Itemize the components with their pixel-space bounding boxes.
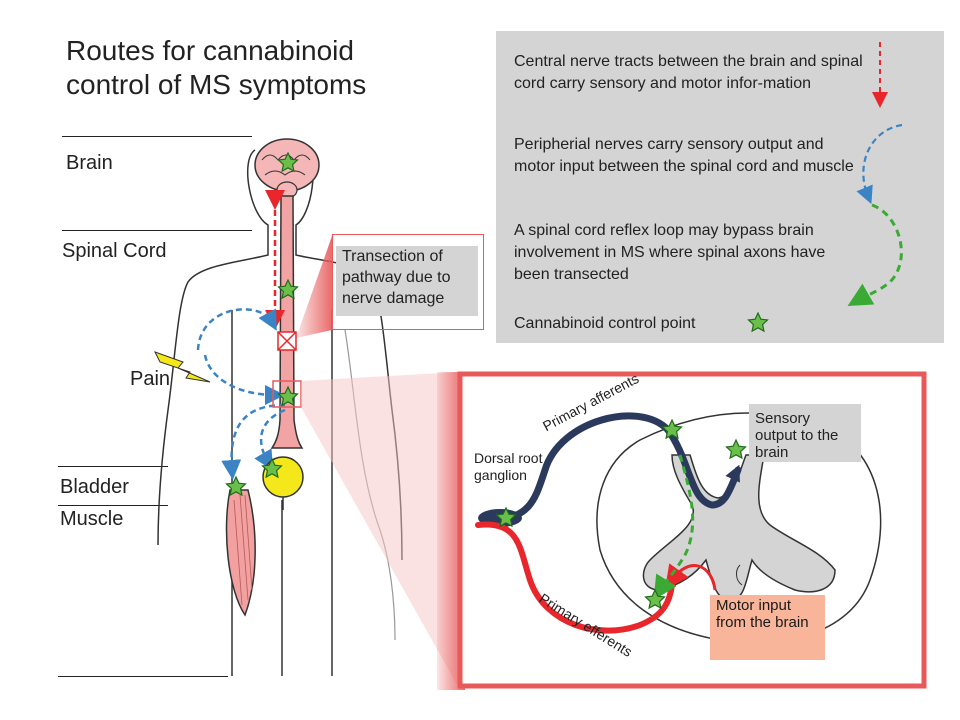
spinal-cord-shape bbox=[270, 195, 304, 449]
transection-callout-fan bbox=[296, 236, 332, 338]
legend-peripheral-arrow bbox=[856, 123, 903, 205]
transection-callout-frame bbox=[332, 234, 484, 330]
peripheral-arrow bbox=[254, 408, 286, 471]
legend-control-point-text: Cannabinoid control point bbox=[514, 315, 696, 332]
dorsal-root-label: Dorsal root ganglion bbox=[474, 450, 543, 483]
page-title: Routes for cannabinoid control of MS sym… bbox=[66, 34, 366, 102]
divider-line bbox=[58, 466, 168, 467]
sensory-output-label: Sensory output to the brain bbox=[755, 410, 839, 461]
muscle-icon bbox=[225, 489, 256, 617]
transection-callout: Transection of pathway due to nerve dama… bbox=[336, 246, 478, 316]
spinal-cord-label: Spinal Cord bbox=[62, 240, 167, 262]
reflex-arrow bbox=[653, 454, 695, 601]
title-line-1: Routes for cannabinoid bbox=[66, 35, 354, 66]
cannabinoid-star-icon bbox=[747, 312, 769, 332]
divider-line bbox=[58, 505, 168, 506]
divider-line bbox=[62, 230, 252, 231]
motor-input-label: Motor input from the brain bbox=[710, 595, 825, 660]
bladder-label: Bladder bbox=[60, 476, 129, 498]
muscle-label: Muscle bbox=[60, 508, 124, 530]
divider-line bbox=[62, 136, 252, 137]
sensory-output-box bbox=[749, 404, 861, 462]
bladder-icon bbox=[262, 456, 304, 498]
primary-efferent-path bbox=[475, 521, 675, 634]
legend-reflex-arrow bbox=[847, 203, 903, 306]
legend-peripheral-text: Peripherial nerves carry sensory output … bbox=[514, 136, 854, 175]
legend-reflex-text: A spinal cord reflex loop may bypass bra… bbox=[514, 222, 826, 283]
peripheral-arrow bbox=[196, 308, 277, 351]
transection-icon bbox=[277, 331, 297, 351]
inset-fan bbox=[301, 372, 460, 690]
pain-label: Pain bbox=[130, 368, 171, 390]
legend-central-text: Central nerve tracts between the brain a… bbox=[514, 53, 863, 92]
peripheral-arrow bbox=[203, 354, 285, 405]
title-line-2: control of MS symptoms bbox=[66, 69, 367, 100]
divider-line bbox=[58, 676, 228, 677]
pain-lightning-icon bbox=[153, 351, 211, 383]
peripheral-arrow bbox=[221, 403, 286, 480]
brain-label: Brain bbox=[66, 152, 113, 174]
